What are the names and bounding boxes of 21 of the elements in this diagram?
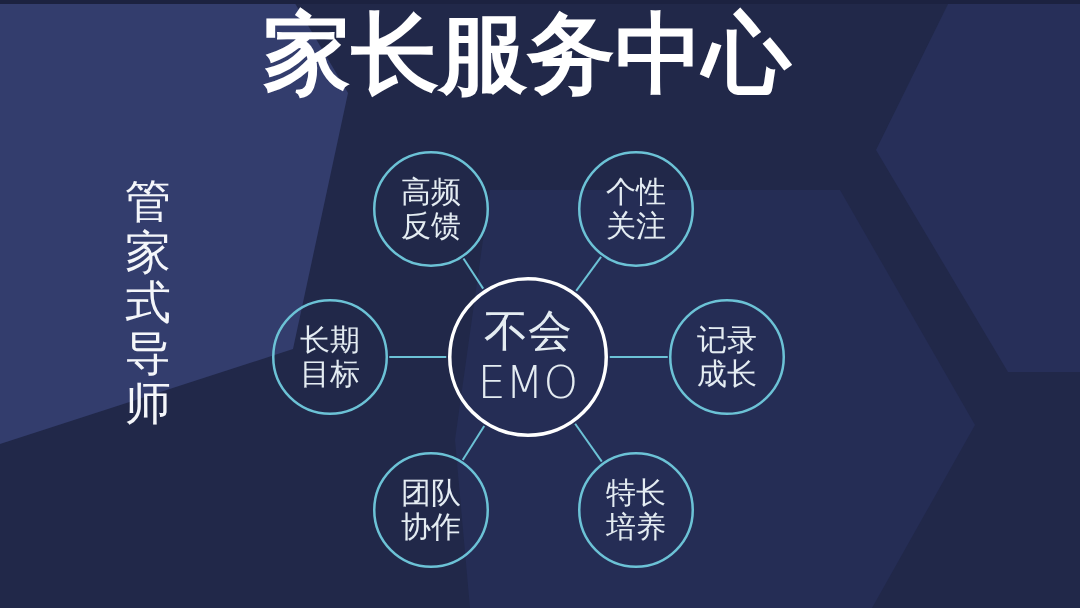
- center-circle: [448, 277, 608, 437]
- connector-line: [574, 422, 603, 463]
- circle-label: 特长培养: [605, 475, 667, 545]
- connector-line: [575, 255, 603, 292]
- circle-label: 高频反馈: [400, 174, 462, 244]
- topic-circle: [272, 299, 388, 415]
- connector-line: [388, 356, 448, 358]
- circle-label: 团队协作: [400, 475, 462, 545]
- connector-line: [608, 356, 669, 358]
- circle-label: 长期目标: [299, 322, 361, 392]
- topic-circle: [373, 452, 489, 568]
- circle-label: 记录成长: [696, 322, 758, 392]
- circle-label: 不会EMO: [476, 305, 580, 409]
- topic-circle: [578, 151, 694, 267]
- connector-line: [462, 257, 485, 290]
- topic-circle: [669, 299, 785, 415]
- circle-label: 个性关注: [605, 174, 667, 244]
- connector-line: [461, 425, 486, 461]
- vertical-heading: 管家式导师: [125, 176, 171, 429]
- topic-circle: [578, 452, 694, 568]
- topic-circle: [373, 151, 489, 267]
